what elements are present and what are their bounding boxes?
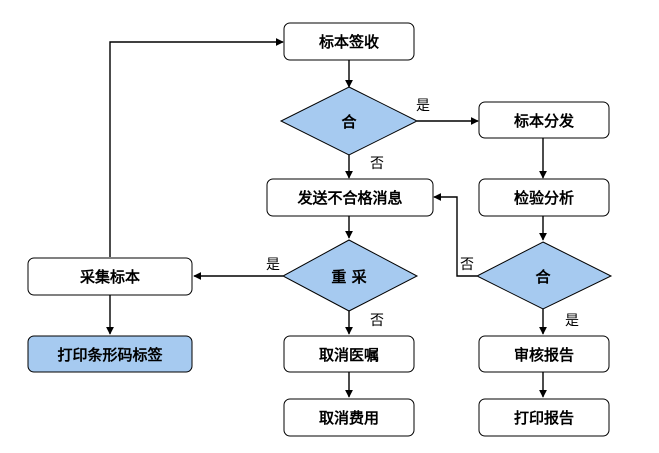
node-inspection-analysis: 检验分析 bbox=[478, 178, 610, 217]
edge-label-recollect-no: 否 bbox=[370, 313, 384, 329]
node-send-unqualified: 发送不合格消息 bbox=[266, 178, 434, 217]
edge-label-decision1-no: 否 bbox=[370, 156, 384, 172]
node-print-report: 打印报告 bbox=[478, 398, 610, 437]
node-print-report-label: 打印报告 bbox=[514, 409, 574, 427]
node-print-barcode-label: 打印条形码标签 bbox=[57, 346, 163, 364]
node-cancel-fee-label: 取消费用 bbox=[319, 409, 379, 427]
decision-recollect-label: 重 采 bbox=[331, 268, 367, 286]
node-cancel-order-label: 取消医嘱 bbox=[319, 346, 379, 364]
node-cancel-fee: 取消费用 bbox=[283, 398, 415, 437]
node-inspection-analysis-label: 检验分析 bbox=[514, 189, 574, 207]
edge-label-decision2-no: 否 bbox=[460, 257, 474, 273]
edge-label-recollect-yes: 是 bbox=[266, 257, 280, 273]
edge-label-decision2-yes: 是 bbox=[565, 313, 579, 329]
node-sample-dispatch-label: 标本分发 bbox=[513, 112, 575, 130]
decision-recollect: 重 采 bbox=[281, 239, 419, 312]
arrow-decision2-no-to-unqualified bbox=[433, 193, 477, 277]
node-collect-sample: 采集标本 bbox=[27, 257, 193, 296]
decision-qualified-2-label: 合 bbox=[534, 268, 551, 286]
edge-label-decision1-yes: 是 bbox=[416, 98, 430, 114]
decision-qualified-1-label: 合 bbox=[340, 113, 357, 131]
arrow-collect-loop-to-receipt bbox=[109, 38, 284, 257]
node-sample-dispatch: 标本分发 bbox=[478, 101, 610, 139]
node-send-unqualified-label: 发送不合格消息 bbox=[296, 189, 402, 207]
node-review-report-label: 审核报告 bbox=[514, 346, 574, 364]
node-sample-receipt: 标本签收 bbox=[283, 22, 415, 61]
node-collect-sample-label: 采集标本 bbox=[79, 268, 140, 286]
connectors bbox=[106, 38, 547, 398]
node-cancel-order: 取消医嘱 bbox=[283, 335, 415, 373]
decision-qualified-1: 合 bbox=[279, 86, 419, 156]
node-print-barcode: 打印条形码标签 bbox=[27, 335, 193, 373]
decision-qualified-2: 合 bbox=[475, 241, 613, 310]
node-sample-receipt-label: 标本签收 bbox=[318, 33, 379, 51]
node-review-report: 审核报告 bbox=[478, 335, 610, 373]
